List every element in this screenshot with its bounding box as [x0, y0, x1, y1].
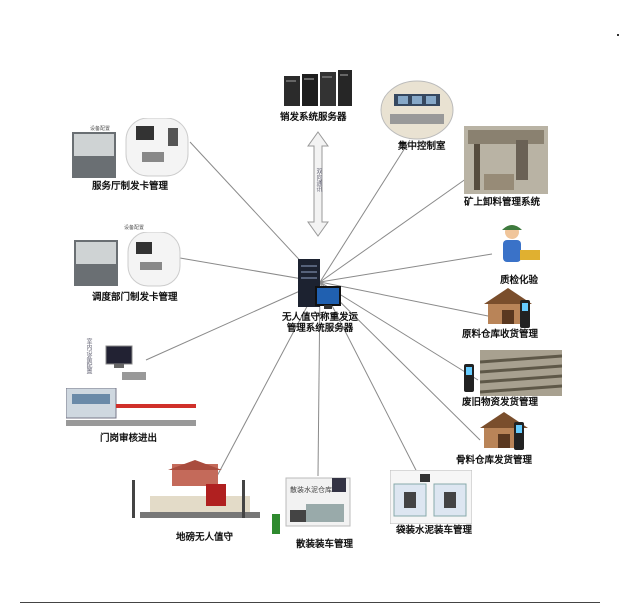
connector-qc [319, 253, 493, 283]
node-label-hall: 服务厅制发卡管理 [92, 181, 169, 192]
connector-dispatch [179, 257, 321, 283]
connector-control [319, 139, 411, 283]
connector-bulk [317, 281, 321, 477]
bulk-sign: 散装水泥仓库 [290, 486, 332, 494]
connector-hall [189, 141, 321, 283]
connector-unload [319, 175, 471, 283]
gate-booth-icon [66, 388, 196, 426]
node-label-bulk: 散装装车管理 [296, 539, 354, 550]
service-hall-card-icon [72, 118, 189, 178]
node-label-raw: 原料仓库收货管理 [462, 329, 539, 340]
bag-loading-icon [390, 470, 472, 524]
handheld-scanner-icon [464, 364, 474, 392]
handheld-scanner-icon [520, 300, 530, 328]
node-label-control: 集中控制室 [398, 141, 446, 152]
handheld-scanner-icon [514, 422, 524, 450]
dispatch-card-icon [74, 232, 181, 287]
center-server-label: 无人值守称重发运 管理系统服务器 [272, 312, 368, 335]
bottom-rule [20, 602, 600, 603]
node-label-scale: 地磅无人值守 [176, 532, 234, 543]
node-label-unload: 矿上卸料管理系统 [464, 197, 541, 208]
connector-scrap [319, 281, 479, 381]
quality-inspection-icon [502, 225, 540, 262]
bulk-loading-icon [272, 477, 351, 534]
node-label-scrap: 废旧物资发货管理 [462, 397, 539, 408]
weighbridge-icon [132, 460, 260, 518]
gate-device-icon [105, 345, 146, 380]
device-config-1: 设备配置 [90, 126, 111, 132]
unload-system-icon [464, 126, 548, 194]
bidirectional-arrow-icon [307, 131, 329, 237]
node-label-qc: 质检化验 [500, 275, 539, 286]
corner-tick [617, 34, 619, 36]
node-label-bag: 袋装水泥装车管理 [396, 525, 473, 536]
center-label-line2: 管理系统服务器 [286, 322, 354, 334]
center-label-line1: 无人值守称重发运 [281, 312, 358, 323]
raw-material-warehouse-icon [484, 288, 532, 324]
connector-bone [319, 281, 481, 441]
connector-raw [319, 281, 489, 317]
node-label-dispatch: 调度部门制发卡管理 [92, 292, 178, 303]
sales-server-rack-icon [284, 70, 352, 106]
connector-scale [215, 281, 321, 479]
connector-bag [319, 281, 421, 479]
control-room-icon [380, 80, 454, 140]
node-label-gate: 门岗审核进出 [100, 433, 158, 444]
sales-server-label: 销发系统服务器 [280, 112, 347, 123]
scrap-materials-icon [480, 350, 562, 396]
center-server-icon [298, 259, 341, 309]
gate-vertical-label: 室内设备配置 [85, 338, 92, 374]
link-label: 双向通讯 [315, 168, 322, 192]
connector-gate [145, 281, 321, 361]
device-config-2: 设备配置 [124, 225, 145, 231]
node-label-bone: 骨料仓库发货管理 [456, 455, 533, 466]
